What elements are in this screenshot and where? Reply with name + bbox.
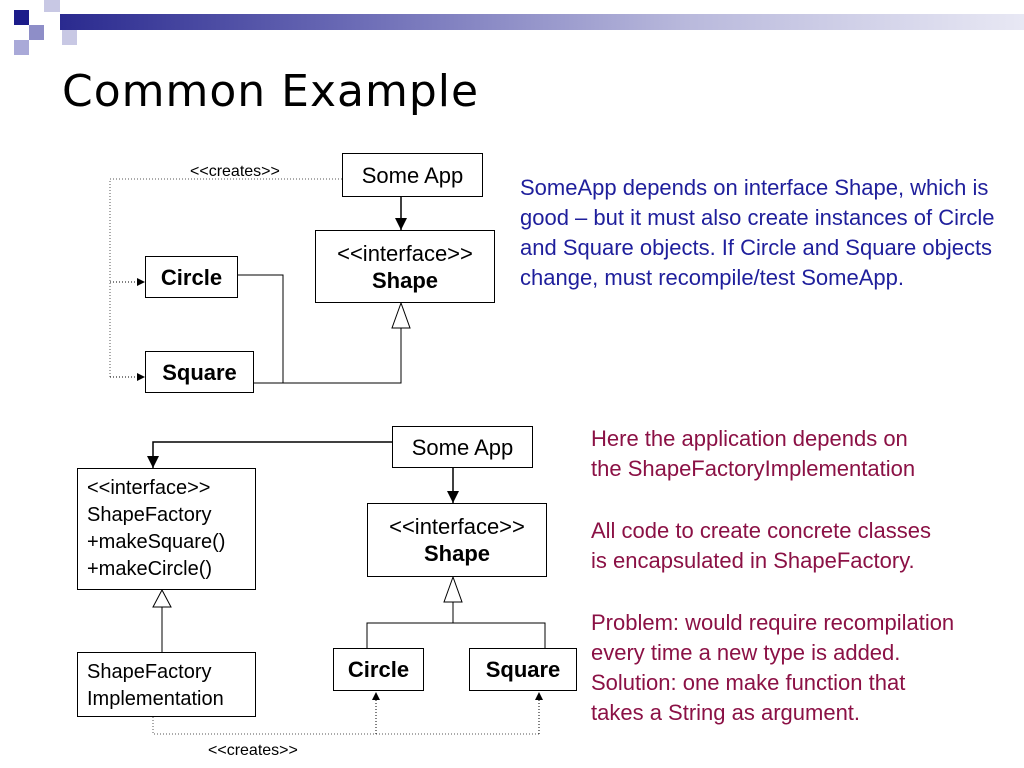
deco-square-dark — [14, 10, 29, 25]
shapefactory-interface-box: <<interface>> ShapeFactory +makeSquare()… — [77, 468, 256, 590]
top-inherit-triangle — [391, 301, 411, 329]
header-gradient-bar — [60, 14, 1024, 30]
impl-line1: ShapeFactory — [87, 661, 212, 683]
top-circle-box: Circle — [145, 256, 238, 298]
top-creates-label: <<creates>> — [190, 163, 280, 180]
top-creates-dotted-line — [109, 178, 342, 377]
deco-square-light — [44, 0, 60, 12]
factory-method-circle: +makeCircle() — [87, 558, 213, 580]
top-circle-inherit-line — [238, 274, 284, 383]
bottom-note-p1: Here the application depends on the Shap… — [591, 426, 916, 481]
bottom-app-to-factory-line — [147, 441, 392, 468]
deco-square-mid — [29, 25, 44, 40]
factory-stereotype: <<interface>> — [87, 477, 211, 499]
top-circle-label: Circle — [160, 264, 223, 290]
bottom-shape-children-line — [366, 622, 546, 648]
impl-line2: Implementation — [87, 688, 224, 710]
top-square-inherit-line — [254, 328, 402, 384]
top-interface-stereotype: <<interface>> — [337, 240, 473, 266]
bottom-circle-label: Circle — [347, 657, 410, 682]
bottom-someapp-box: Some App — [392, 426, 533, 468]
bottom-shape-interface-box: <<interface>> Shape — [367, 503, 547, 577]
top-square-box: Square — [145, 351, 254, 393]
bottom-interface-name: Shape — [423, 541, 491, 566]
bottom-shape-inherit-triangle — [443, 575, 463, 603]
deco-square-mid-2 — [14, 40, 29, 55]
deco-square-light-2 — [62, 30, 77, 45]
bottom-note-p3: Problem: would require recompilation eve… — [591, 610, 955, 725]
top-someapp-box: Some App — [342, 153, 483, 197]
top-square-label: Square — [162, 359, 237, 385]
slide-title: Common Example — [62, 66, 480, 117]
bottom-note-p2: All code to create concrete classes is e… — [591, 518, 931, 573]
bottom-notes: Here the application depends on the Shap… — [591, 424, 1021, 728]
bottom-creates-label: <<creates>> — [208, 742, 298, 759]
top-note: SomeApp depends on interface Shape, whic… — [520, 175, 995, 290]
bottom-interface-stereotype: <<interface>> — [389, 514, 525, 539]
bottom-square-label: Square — [485, 657, 561, 682]
factory-name: ShapeFactory — [87, 504, 212, 526]
bottom-someapp-label: Some App — [411, 434, 514, 460]
shapefactory-impl-box: ShapeFactory Implementation — [77, 652, 256, 717]
factory-method-square: +makeSquare() — [87, 531, 226, 553]
bottom-square-box: Square — [469, 648, 577, 691]
top-shape-interface-box: <<interface>> Shape — [315, 230, 495, 303]
top-someapp-label: Some App — [361, 162, 464, 188]
top-interface-name: Shape — [371, 267, 439, 293]
bottom-factory-inherit-triangle — [152, 588, 172, 608]
bottom-circle-box: Circle — [333, 648, 424, 691]
bottom-creates-dotted-line — [152, 717, 539, 735]
